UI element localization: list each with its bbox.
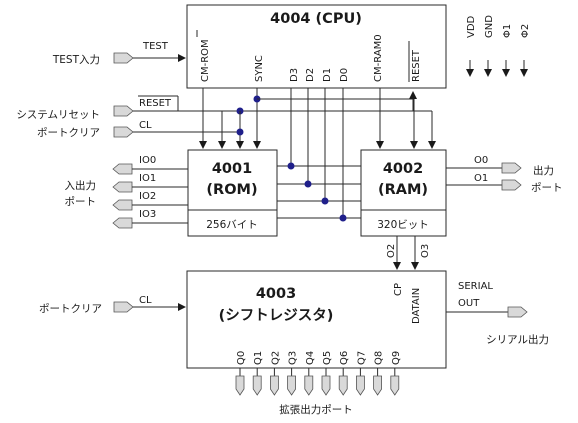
q-port-2	[269, 375, 279, 396]
io3-label: IO3	[139, 209, 156, 220]
rom-capacity: 256バイト	[206, 219, 258, 231]
ram-subtitle: (RAM)	[378, 182, 428, 198]
o1-label: O1	[474, 173, 488, 184]
io0-label: IO0	[139, 155, 156, 166]
shift-pin-cp: CP	[393, 283, 404, 296]
o3-label: O3	[420, 244, 431, 258]
reset-input-port	[113, 105, 134, 117]
q-output-group: Q0 Q1 Q2 Q3 Q4 Q5 Q6 Q7 Q8 Q9	[235, 351, 402, 396]
serial-label-line2: OUT	[458, 298, 480, 309]
q-label-9: Q9	[391, 351, 402, 365]
q-port-9	[390, 375, 400, 396]
o0-port	[501, 162, 522, 174]
port-clear-label: ポートクリア	[37, 127, 100, 139]
shift-cl-label: CL	[139, 295, 152, 306]
cpu-pin-cm-ram0: CM-RAM0	[373, 34, 384, 82]
q-label-3: Q3	[288, 351, 299, 365]
io-port-label-line2: ポート	[65, 196, 97, 208]
io0-port	[112, 163, 133, 175]
q-port-0	[235, 375, 245, 396]
output-port-label-line2: ポート	[531, 182, 563, 194]
q-port-8	[373, 375, 383, 396]
cpu-pin-cm-rom: CM-ROM	[200, 39, 211, 82]
q-label-7: Q7	[356, 351, 367, 365]
io-port-label-line1: 入出力	[65, 179, 97, 192]
cpu-title: 4004 (CPU)	[270, 11, 362, 27]
q-port-6	[338, 375, 348, 396]
q-label-1: Q1	[253, 351, 264, 365]
q-label-4: Q4	[305, 351, 316, 365]
shift-4003-block	[186, 270, 447, 369]
shift-subtitle: (シフトレジスタ)	[219, 307, 334, 324]
io1-port	[112, 181, 133, 193]
o2-label: O2	[386, 244, 397, 258]
o1-port	[501, 179, 522, 191]
power-pin-vdd: VDD	[466, 15, 477, 38]
power-pin-phi2: Φ2	[520, 24, 531, 38]
output-port-label-line1: 出力	[533, 164, 554, 177]
q-port-5	[321, 375, 331, 396]
serial-out-label: シリアル出力	[486, 333, 549, 346]
test-input-label: TEST入力	[52, 53, 100, 66]
serial-label-line1: SERIAL	[458, 281, 493, 292]
q-port-4	[304, 375, 314, 396]
test-signal-label: TEST	[142, 41, 169, 52]
io2-label: IO2	[139, 191, 156, 202]
rom-title: 4001	[212, 161, 252, 177]
ram-capacity: 320ビット	[377, 219, 429, 231]
q-port-1	[252, 375, 262, 396]
cpu-pin-d0: D0	[339, 68, 350, 82]
q-port-7	[355, 375, 365, 396]
shift-title: 4003	[256, 286, 296, 302]
rom-4001-block	[187, 149, 278, 237]
o0-label: O0	[474, 155, 488, 166]
cl-input-port	[113, 126, 134, 138]
ram-4002-block	[360, 149, 447, 237]
q-label-8: Q8	[374, 351, 385, 365]
q-label-6: Q6	[339, 351, 350, 365]
cpu-pin-d3: D3	[289, 68, 300, 82]
shift-cl-port	[113, 301, 134, 313]
power-pin-phi1: Φ1	[502, 24, 513, 38]
io2-port	[112, 199, 133, 211]
serial-out-port	[507, 306, 528, 318]
cpu-4004-block	[186, 4, 447, 89]
shift-port-clear-label: ポートクリア	[39, 303, 102, 315]
expansion-port-label: 拡張出力ポート	[279, 403, 353, 416]
io1-label: IO1	[139, 173, 156, 184]
shift-pin-datain: DATAIN	[411, 288, 422, 324]
cpu-pin-reset: RESET	[411, 49, 422, 82]
power-pin-gnd: GND	[484, 15, 495, 38]
q-label-5: Q5	[322, 351, 333, 365]
io3-port	[112, 217, 133, 229]
ram-title: 4002	[383, 161, 423, 177]
rom-subtitle: (ROM)	[206, 182, 257, 198]
cpu-pin-sync: SYNC	[254, 55, 265, 82]
q-port-3	[287, 375, 297, 396]
cpu-pin-d1: D1	[322, 68, 333, 82]
cl-signal-label: CL	[139, 120, 152, 131]
system-reset-label: システムリセット	[16, 109, 100, 121]
q-label-2: Q2	[270, 351, 281, 365]
test-input-port	[113, 52, 134, 64]
reset-signal-label: RESET	[139, 98, 172, 109]
cpu-pin-d2: D2	[305, 68, 316, 82]
q-label-0: Q0	[236, 351, 247, 365]
